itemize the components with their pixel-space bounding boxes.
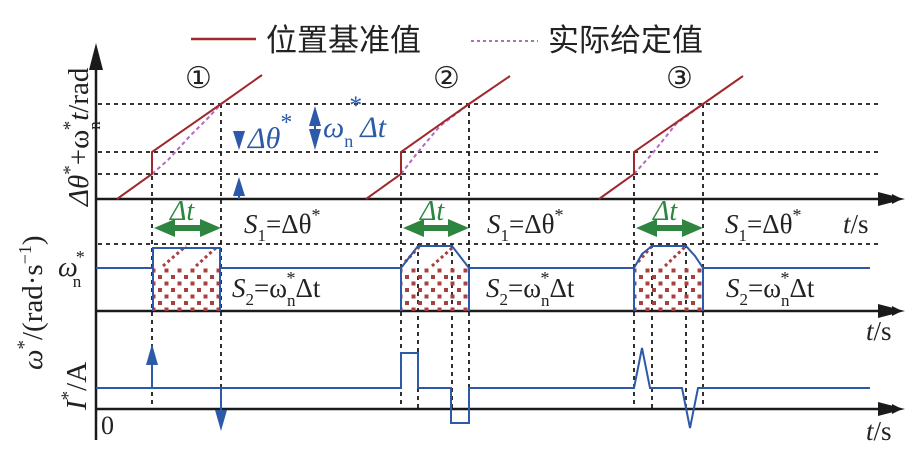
event2-delta-t-label: Δt bbox=[419, 196, 445, 227]
event2-marker: ② bbox=[433, 62, 460, 95]
position-annotations: Δθ* ωn*Δt bbox=[233, 91, 387, 199]
event1-marker: ① bbox=[185, 62, 212, 95]
bottom-t-label: t/s bbox=[866, 416, 892, 446]
event1-s1-label: S1=Δθ* bbox=[244, 205, 321, 245]
event2-delta-t-arrow bbox=[403, 219, 469, 237]
speed-profile bbox=[96, 245, 870, 269]
event2-actual-curve bbox=[400, 103, 470, 175]
position-curves bbox=[116, 74, 744, 200]
legend-label-reference: 位置基准值 bbox=[266, 23, 421, 59]
arrowheads bbox=[89, 43, 905, 416]
legend-label-actual: 实际给定值 bbox=[548, 23, 703, 59]
event3-s2-label: S2=ωn*Δt bbox=[726, 268, 815, 310]
event1-delta-t: Δt bbox=[154, 196, 221, 237]
delta-theta-label: Δθ* bbox=[247, 110, 292, 155]
origin-label: 0 bbox=[101, 411, 114, 440]
event1-hatch-b bbox=[194, 244, 220, 268]
event1-delta-t-label: Δt bbox=[169, 196, 195, 227]
top-t-axis-arrowhead bbox=[878, 192, 905, 206]
delta-theta-up-arrow bbox=[233, 177, 245, 196]
omega-dt-up-arrow bbox=[309, 106, 321, 126]
s1-hatch-lines bbox=[162, 244, 688, 268]
legend: 位置基准值 实际给定值 bbox=[191, 23, 703, 59]
bottom-t-axis-arrowhead bbox=[878, 402, 905, 416]
speed-areas bbox=[153, 244, 702, 311]
top-y-label: Δθ*+ωn*t/rad bbox=[60, 67, 104, 207]
current-impulses bbox=[146, 344, 227, 431]
event2-delta-t: Δt bbox=[403, 196, 469, 237]
event1-negative-impulse-head bbox=[215, 410, 227, 431]
speed-curve bbox=[96, 245, 870, 311]
mid-y-label: ω*/(rad·s−1) bbox=[14, 236, 49, 371]
event1-hatch-a bbox=[162, 244, 187, 268]
event3-reference-curve bbox=[598, 75, 744, 200]
current-curve bbox=[96, 347, 870, 429]
event1-s2-area bbox=[153, 268, 220, 311]
top-t-label: t/s bbox=[843, 209, 869, 239]
area-labels: S1=Δθ* S1=Δθ* S1=Δθ* S2=ωn*Δt S2=ωn*Δt S… bbox=[232, 205, 815, 310]
event2-s2-area bbox=[402, 268, 468, 311]
event3-hatch-b bbox=[663, 244, 688, 268]
event2-s1-label: S1=Δθ* bbox=[487, 205, 564, 245]
omega-dt-label: ωn*Δt bbox=[323, 91, 387, 151]
event1-s2-label: S2=ωn*Δt bbox=[232, 268, 321, 310]
omega-n-level-label: ω*n bbox=[58, 247, 85, 291]
axis-labels: t/s t/s t/s 0 ω*n Δθ*+ωn*t/rad ω*/(rad·s… bbox=[14, 67, 892, 446]
bottom-y-label: I*/A bbox=[58, 362, 93, 411]
event2-hatch-a bbox=[403, 244, 422, 264]
event1-positive-impulse-head bbox=[146, 344, 158, 365]
delta-t-arrows: Δt Δt Δt bbox=[154, 196, 703, 237]
event3-s1-label: S1=Δθ* bbox=[725, 205, 802, 245]
event2-hatch-b bbox=[430, 246, 454, 268]
event3-marker: ③ bbox=[666, 62, 693, 95]
event3-actual-curve bbox=[633, 103, 704, 175]
event1-actual-curve bbox=[151, 103, 222, 175]
event1-reference-curve bbox=[116, 74, 263, 200]
mid-t-label: t/s bbox=[866, 316, 892, 346]
event3-delta-t-arrow bbox=[636, 219, 703, 237]
event-markers: ① ② ③ bbox=[185, 62, 693, 95]
event1-delta-t-arrow bbox=[154, 219, 221, 237]
axes bbox=[91, 54, 902, 440]
current-profile bbox=[96, 347, 870, 429]
event3-delta-t: Δt bbox=[636, 196, 703, 237]
omega-dt-down-arrow bbox=[309, 129, 321, 150]
delta-theta-down-arrow bbox=[233, 131, 245, 150]
mid-t-axis-arrowhead bbox=[878, 304, 905, 318]
event2-s2-label: S2=ωn*Δt bbox=[486, 268, 575, 310]
horizontal-guides bbox=[98, 103, 878, 245]
event3-delta-t-label: Δt bbox=[652, 196, 678, 227]
event2-reference-curve bbox=[365, 75, 511, 200]
event3-s2-area bbox=[635, 268, 702, 311]
y-axis-arrowhead bbox=[89, 43, 103, 70]
vertical-guides bbox=[151, 104, 704, 409]
